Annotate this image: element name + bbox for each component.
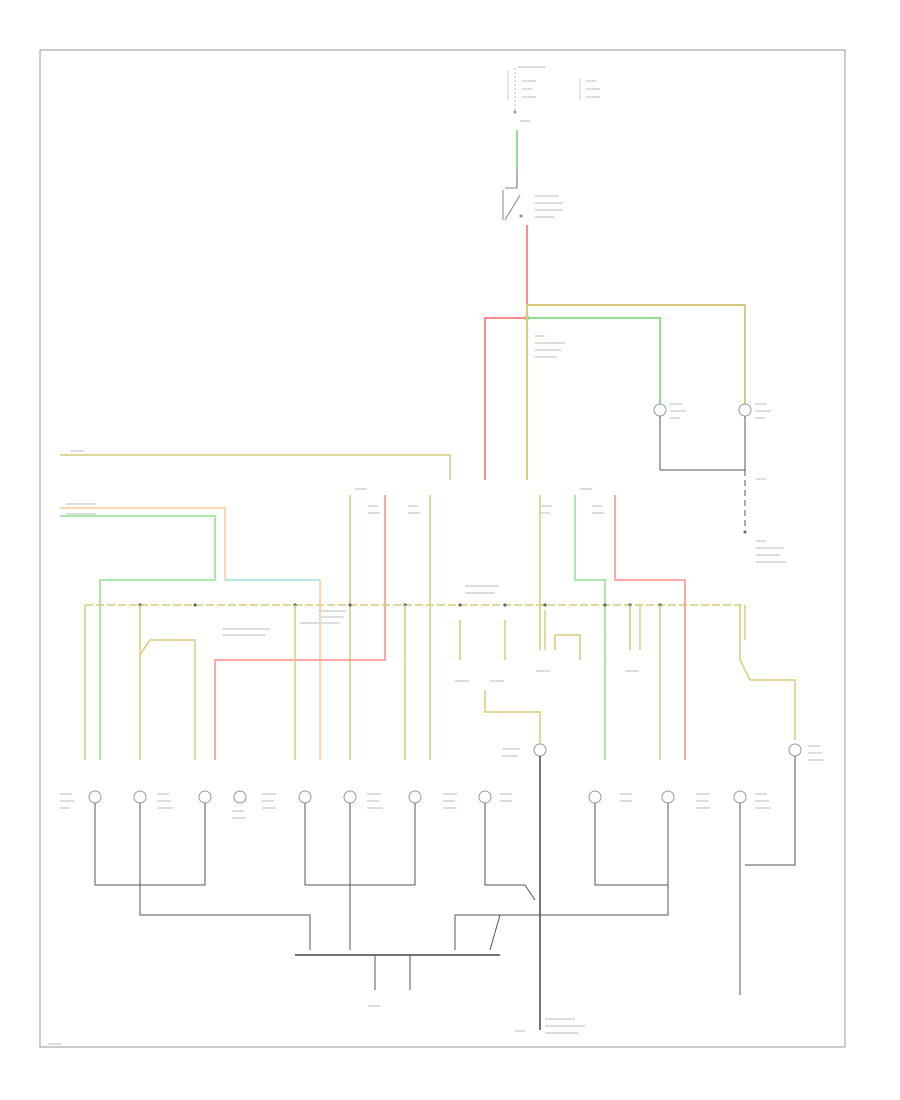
lamp-row-9: [588, 790, 602, 804]
lamp-row-10: [661, 790, 675, 804]
lamp-row-8: [478, 790, 492, 804]
lamp-top-left: [653, 403, 686, 470]
lamp-row-6: [343, 790, 357, 804]
lamp-row-1: [88, 790, 102, 804]
lamp-row-7: [408, 790, 422, 804]
ground-bus: [295, 954, 585, 1034]
fuse-junction: [484, 304, 746, 480]
lamp-center: [502, 743, 547, 757]
wire-orange-left: [60, 507, 321, 760]
hot-fuse-block: [507, 66, 600, 122]
headlamp-switch: [502, 187, 563, 221]
lamp-row-2: [133, 790, 147, 804]
wire-green-left: [60, 515, 216, 760]
lamp-row-11: [733, 790, 747, 804]
wire-yellow-left-long: [60, 454, 451, 480]
lamp-row-3: [198, 790, 212, 804]
lamp-row-5: [298, 790, 312, 804]
lamp-top-right: [738, 403, 771, 470]
diagram-frame: [39, 49, 846, 1048]
lamp-row-4: [233, 790, 247, 804]
lamp-far-right: [788, 743, 802, 757]
bus-junction-dots: [138, 603, 662, 607]
